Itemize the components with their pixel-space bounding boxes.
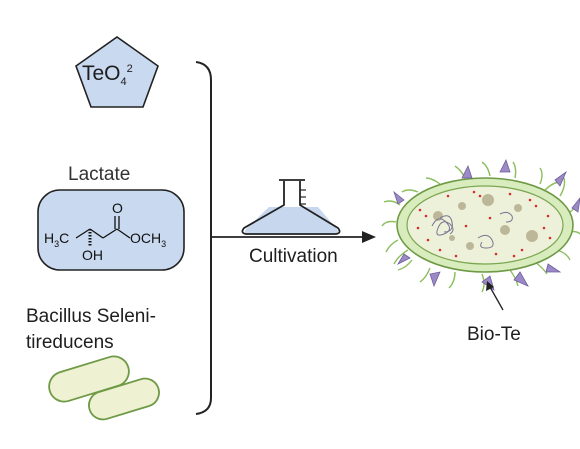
bio-te-cell [381,158,580,293]
tellurite-formula: TeO42 [82,62,133,89]
lactate-och3: OCH3 [130,230,167,249]
bacteria-label-line1: Bacillus Seleni- [26,306,156,327]
lactate-label: Lactate [68,164,131,185]
grouping-bracket [195,61,212,415]
bacillus-cells [48,355,160,421]
nucleoid [431,211,513,249]
lactate-oh: OH [82,247,103,263]
cultivation-arrow [211,231,376,243]
lactate-box [37,189,185,271]
lactate-carbonyl-o: O [112,200,123,216]
lactate-structure-bonds [75,216,131,246]
tellurium-crystals [393,158,580,291]
bio-te-label: Bio-Te [467,324,521,345]
tellurite-pentagon [75,36,159,108]
red-particles [416,190,552,258]
bio-te-pointer [486,281,504,311]
lactate-h3c: H3C [44,230,70,249]
bacteria-label-line2: tireducens [26,332,114,353]
flask-icon [241,179,341,235]
cultivation-label: Cultivation [249,246,338,267]
